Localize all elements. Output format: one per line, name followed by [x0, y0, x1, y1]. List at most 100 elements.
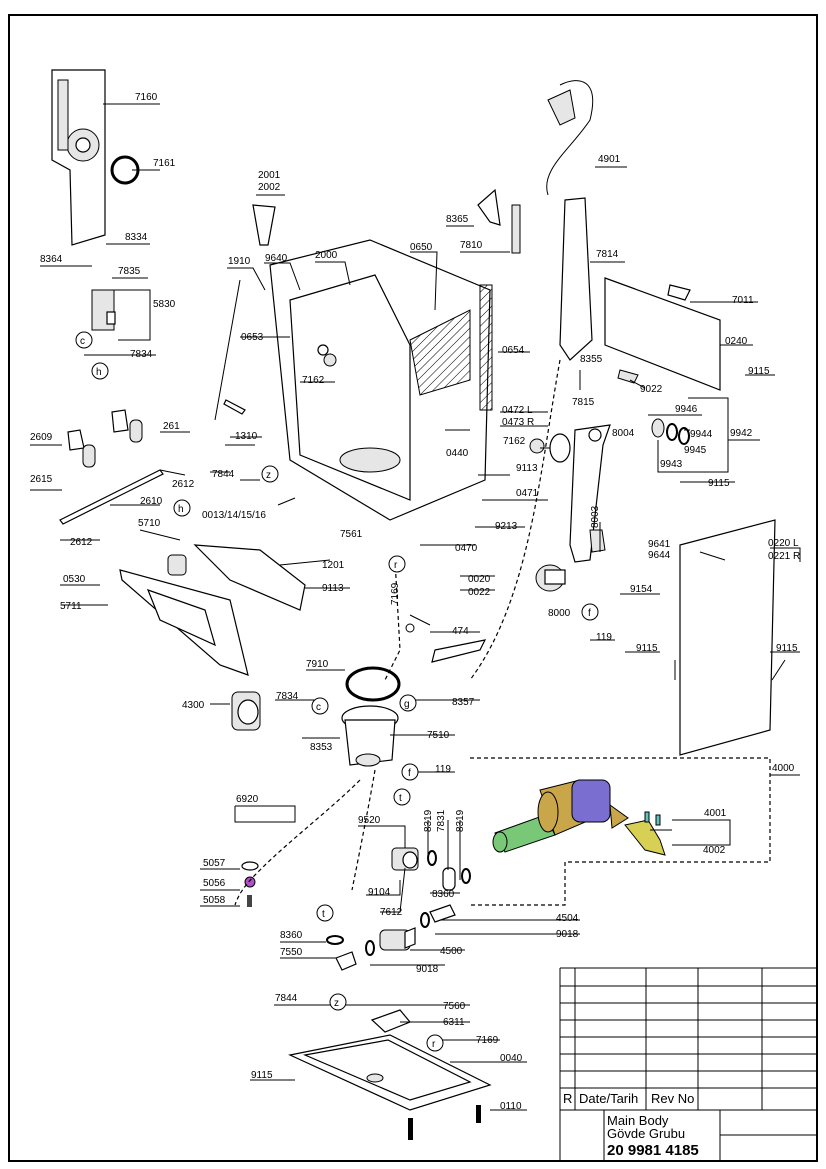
callout-7160: 7160 [135, 92, 158, 103]
callout-8003: 8003 [590, 505, 601, 528]
callout-9520: 9520 [358, 815, 381, 826]
callout-7162: 7162 [503, 436, 526, 447]
callout-6920: 6920 [236, 794, 259, 805]
valve-body-9104 [391, 847, 471, 891]
callout-7815: 7815 [572, 397, 595, 408]
callout-9104: 9104 [368, 887, 391, 898]
callout-5056: 5056 [203, 878, 226, 889]
callout-7814: 7814 [596, 249, 619, 260]
callout-0530: 0530 [63, 574, 86, 585]
callout-0221-r: 0221 R [768, 551, 800, 562]
callout-7550: 7550 [280, 947, 303, 958]
base-tray-0040 [288, 1009, 492, 1140]
callout-8365: 8365 [446, 214, 469, 225]
callout-8360: 8360 [432, 889, 455, 900]
callout-9115: 9115 [776, 643, 798, 654]
callout-7835: 7835 [118, 266, 141, 277]
callout-7510: 7510 [427, 730, 450, 741]
route-line-3 [470, 757, 771, 906]
valve-5830 [91, 289, 116, 331]
callout-7612: 7612 [380, 907, 403, 918]
ref-letter-z: z [266, 470, 271, 481]
callout-8000: 8000 [548, 608, 571, 619]
callout-0022: 0022 [468, 587, 491, 598]
hose-7814 [559, 197, 593, 361]
callout-7844: 7844 [212, 469, 235, 480]
reference-circles [75, 331, 599, 1052]
callout-7169: 7169 [476, 1035, 499, 1046]
callout-0240: 0240 [725, 336, 748, 347]
title-block-title-en: Main Body [607, 1113, 669, 1128]
callout-2615: 2615 [30, 474, 53, 485]
callout-4300: 4300 [182, 700, 205, 711]
callout-9946: 9946 [675, 404, 698, 415]
callout-0110: 0110 [500, 1101, 522, 1112]
callout-119: 119 [435, 764, 451, 775]
ref-letter-r: r [432, 1039, 436, 1050]
callout-2000: 2000 [315, 250, 338, 261]
callout-0472-l: 0472 L [502, 405, 533, 416]
callout-9644: 9644 [648, 550, 671, 561]
ref-letter-z: z [334, 998, 339, 1009]
callout-4002: 4002 [703, 845, 726, 856]
callout-7161: 7161 [153, 158, 176, 169]
title-block-doc-number: 20 9981 4185 [607, 1142, 699, 1159]
title-block-r-label: R [563, 1091, 573, 1106]
callout-9115: 9115 [708, 478, 730, 489]
seal-rings-9942 [651, 418, 690, 445]
hose-bracket-8365 [477, 188, 521, 254]
callout-2001: 2001 [258, 170, 281, 181]
ref-letter-f: f [408, 768, 411, 779]
callout-474: 474 [452, 626, 469, 637]
callout-0440: 0440 [446, 448, 469, 459]
callout-9115: 9115 [251, 1070, 273, 1081]
callout-5058: 5058 [203, 895, 226, 906]
ref-letter-t: t [322, 909, 325, 920]
callout-9115: 9115 [748, 366, 770, 377]
callout-1910: 1910 [228, 256, 251, 267]
control-panel-0530 [119, 554, 249, 676]
callout-7831: 7831 [436, 809, 447, 832]
title-block-title-tr: Gövde Grubu [607, 1126, 686, 1141]
side-panel-7160 [51, 69, 106, 246]
callout-9213: 9213 [495, 521, 518, 532]
title-block-rev-label: Rev No [651, 1091, 695, 1106]
callout-9942: 9942 [730, 428, 753, 439]
callout-8319: 8319 [423, 809, 434, 832]
callout-7910: 7910 [306, 659, 329, 670]
callout-0013-14-15-16: 0013/14/15/16 [202, 510, 266, 521]
callout-8319: 8319 [455, 809, 466, 832]
callout-8355: 8355 [580, 354, 603, 365]
spray-arm-8004 [529, 424, 611, 563]
bracket-1201 [193, 544, 306, 611]
callout-2612: 2612 [172, 479, 195, 490]
callout-8004: 8004 [612, 428, 635, 439]
ref-letter-g: g [404, 699, 410, 710]
callout-0470: 0470 [455, 543, 478, 554]
callout-4504: 4504 [556, 913, 579, 924]
callout-7561: 7561 [340, 529, 363, 540]
callout-7810: 7810 [460, 240, 483, 251]
ref-letter-h: h [96, 367, 102, 378]
callout-9640: 9640 [265, 253, 288, 264]
callout-9943: 9943 [660, 459, 683, 470]
callout-1201: 1201 [322, 560, 345, 571]
sump-7510 [341, 639, 487, 767]
ref-letter-c: c [316, 702, 321, 713]
callout-7169: 7169 [390, 582, 401, 605]
sensor-clip-4002 [624, 811, 666, 856]
side-panel-0220 [679, 519, 776, 756]
callout-0473-r: 0473 R [502, 417, 534, 428]
callout-7834: 7834 [130, 349, 153, 360]
callout-9018: 9018 [556, 929, 579, 940]
callout-8334: 8334 [125, 232, 148, 243]
callout-9022: 9022 [640, 384, 663, 395]
callout-0650: 0650 [410, 242, 433, 253]
callout-1310: 1310 [235, 431, 258, 442]
route-line-5 [351, 769, 376, 891]
callout-9641: 9641 [648, 539, 671, 550]
callout-9115: 9115 [636, 643, 658, 654]
callout-8364: 8364 [40, 254, 63, 265]
pump-4300 [231, 691, 261, 731]
